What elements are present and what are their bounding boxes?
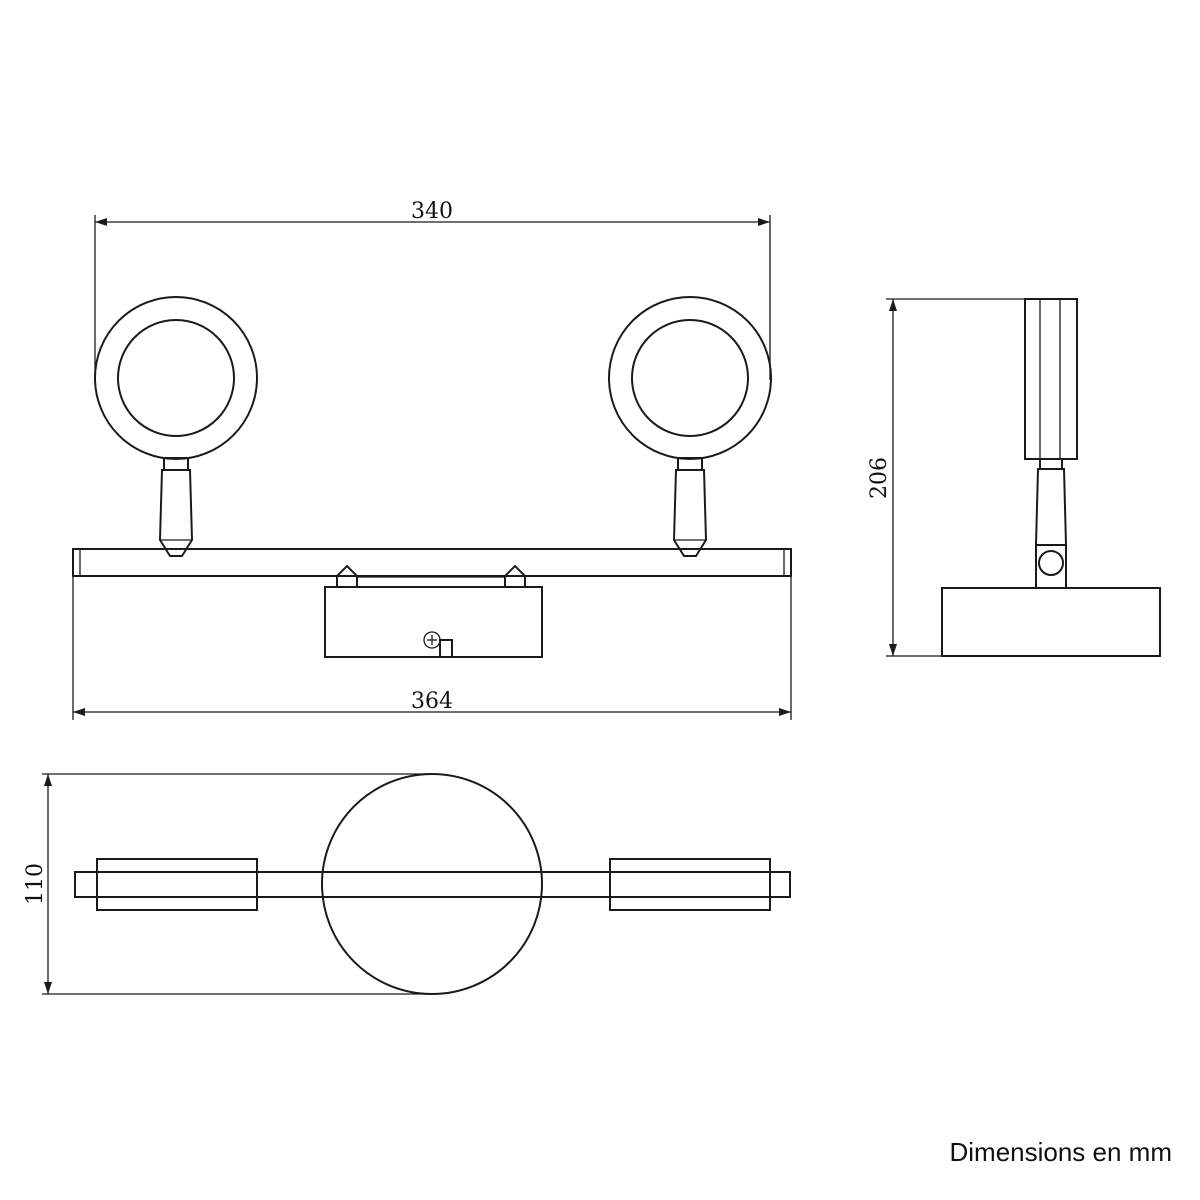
spotlight-left-top (96, 858, 258, 911)
dimension-label-spacing: 340 (411, 199, 453, 224)
front-view: 340 (72, 199, 792, 720)
bar-top (74, 871, 791, 898)
side-view: 206 (867, 298, 1161, 657)
screw-icon (423, 631, 441, 649)
base-plate-side (941, 587, 1161, 657)
dimension-label-depth: 110 (23, 863, 48, 905)
spotlight-right (608, 296, 772, 557)
dimension-depth: 110 (23, 773, 432, 995)
dimension-overall-width: 364 (72, 576, 792, 720)
spotlight-side (1024, 298, 1078, 589)
top-view: 110 (23, 773, 791, 995)
units-note: Dimensions en mm (949, 1137, 1172, 1167)
dimension-label-height: 206 (867, 457, 892, 499)
round-base-top (321, 773, 543, 995)
spotlight-left (94, 296, 258, 557)
dimension-spacing: 340 (94, 199, 771, 380)
base-plate-front (324, 564, 543, 658)
spotlight-right-top (609, 858, 771, 911)
mounting-bar (72, 548, 792, 577)
dimension-label-width: 364 (411, 689, 453, 714)
dimension-height: 206 (867, 298, 1025, 657)
